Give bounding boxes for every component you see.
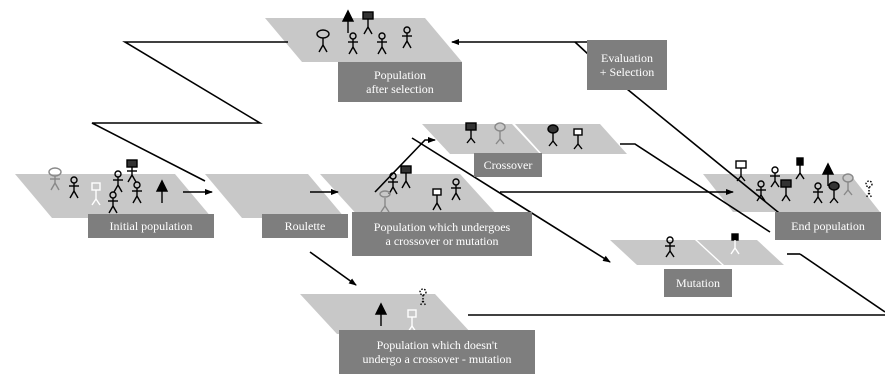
label-crossover: Crossover [474,153,542,177]
label-evaluation-line2: + Selection [599,65,655,79]
label-mutation: Mutation [664,269,732,297]
platform-after-selection [265,18,462,62]
arrow-roulette-to-no-crossover [309,251,357,286]
platform-mutation-b [697,240,784,265]
label-population-crossover-line1: Population which undergoes [373,220,511,234]
oval-head-figure-icon [494,122,506,145]
stick-figure-icon [813,182,823,204]
stick-figure-icon [132,181,142,204]
stick-figure-icon [348,32,358,55]
label-population-no-crossover: Population which doesn't undergo a cross… [339,330,535,374]
figures [48,9,873,333]
tree-figure-icon [341,9,355,33]
flag-figure-icon [735,160,747,182]
line-end-diagonal [799,253,885,313]
flag-figure-icon [780,179,792,202]
label-evaluation-selection: Evaluation + Selection [587,40,667,90]
flag-figure-icon [400,165,412,189]
oval-head-figure-icon [842,173,854,196]
tree-figure-icon [374,302,388,326]
oval-head-figure-icon [48,167,62,191]
line-to-crossover [374,137,436,193]
label-evaluation-line1: Evaluation [601,51,653,65]
stick-figure-icon [113,170,123,193]
platform-crossover-a [422,124,540,154]
stick-figure-icon [770,166,780,188]
flag-figure-icon [730,233,740,255]
flag-figure-icon [126,159,138,183]
white-figure-icon [91,182,101,206]
stick-figure-icon [451,178,461,201]
flag-figure-icon [573,128,583,150]
stick-figure-icon [402,26,412,49]
loop-line-top [91,41,288,182]
label-after-selection-line1: Population [373,68,426,82]
tree-figure-icon [155,179,169,203]
label-no-crossover-line1: Population which doesn't [376,338,498,352]
flag-figure-icon [795,157,805,180]
platform-crossover-b [515,124,627,154]
label-population-crossover-or-mutation: Population which undergoes a crossover o… [352,212,532,256]
oval-head-figure-icon [379,190,391,213]
stick-figure-icon [756,180,766,202]
flag-figure-icon [465,122,477,144]
label-roulette: Roulette [262,214,348,238]
label-after-selection-line2: after selection [366,82,434,96]
flag-figure-icon [362,11,374,35]
label-population-crossover-line2: a crossover or mutation [385,234,499,248]
oval-head-figure-icon [547,124,559,147]
stick-figure-icon [377,32,387,55]
line-to-mutation [411,137,611,263]
flag-figure-icon [432,188,442,211]
stick-figure-icon [665,236,675,258]
dotted-figure-icon [419,288,427,307]
tree-figure-icon [821,162,835,186]
label-end-population: End population [775,212,881,240]
stick-figure-icon [69,176,79,199]
platform-roulette [205,174,345,218]
oval-head-figure-icon [316,29,330,53]
label-initial-population: Initial population [88,214,214,238]
label-population-after-selection: Population after selection [338,62,462,102]
label-no-crossover-line2: undergo a crossover - mutation [362,352,512,366]
dotted-figure-icon [865,180,873,199]
platform-mutation-a [610,240,722,265]
line-crossover-to-end [620,143,771,233]
stick-figure-icon [108,191,118,214]
oval-head-figure-icon [828,181,840,204]
